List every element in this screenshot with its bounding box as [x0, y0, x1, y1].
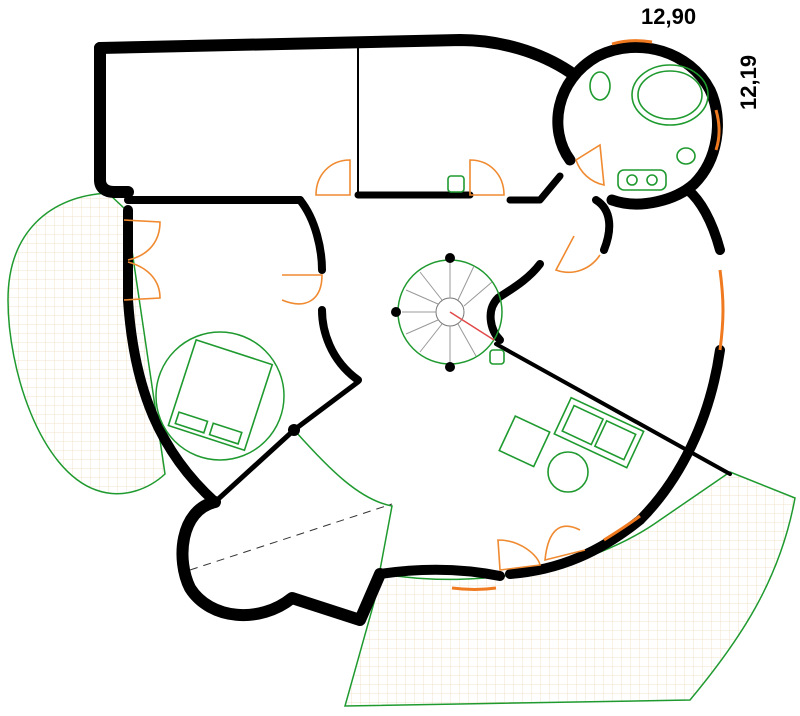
- depth-dimension-label: 12,19: [736, 54, 761, 110]
- sofa-icon: [553, 396, 645, 469]
- doors: [123, 159, 601, 571]
- width-dimension-label: 12,90: [641, 4, 697, 29]
- landing-curve: [295, 431, 393, 571]
- windows: [451, 269, 725, 591]
- round-table-icon: [547, 451, 589, 493]
- terrace-south: [344, 471, 796, 707]
- bed-icon: [155, 331, 285, 461]
- armchair-icon: [498, 415, 551, 468]
- bathtub-icon: [631, 64, 709, 126]
- terrace-west: [7, 192, 166, 495]
- spiral-staircase-icon: [391, 253, 503, 372]
- dashed-line: [189, 503, 393, 571]
- interior-walls: [124, 46, 732, 505]
- toilet-icon: [589, 71, 611, 101]
- sinks-icon: [617, 169, 667, 191]
- outer-walls: [94, 34, 725, 626]
- bathroom-round: [552, 39, 723, 210]
